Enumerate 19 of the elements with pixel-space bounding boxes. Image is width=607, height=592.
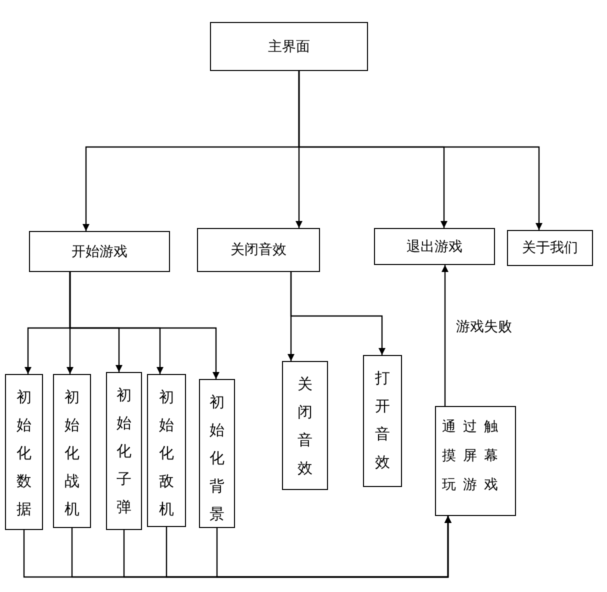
process-box: 开始游戏: [29, 231, 170, 272]
process-box: 初始化背景: [199, 379, 235, 528]
arrow: [69, 272, 220, 379]
process-box: 关于我们: [507, 230, 593, 266]
process-box: 初始化数据: [5, 374, 43, 530]
process-box: 初始化战机: [53, 374, 91, 528]
edge-label: 游戏失败: [455, 318, 513, 336]
process-box: 退出游戏: [374, 228, 495, 265]
process-box: 主界面: [210, 22, 368, 71]
arrow: [290, 272, 386, 355]
process-box: 初始化子弹: [106, 372, 142, 530]
arrow: [442, 265, 448, 406]
process-box: 初始化敌机: [147, 374, 186, 527]
process-box: 打开音效: [363, 355, 402, 487]
process-box: 通过触摸屏幕玩游戏: [435, 406, 516, 516]
process-box: 关闭音效: [197, 228, 320, 272]
process-box: 关闭音效: [282, 361, 328, 490]
arrow: [298, 71, 542, 230]
arrow: [216, 516, 452, 578]
